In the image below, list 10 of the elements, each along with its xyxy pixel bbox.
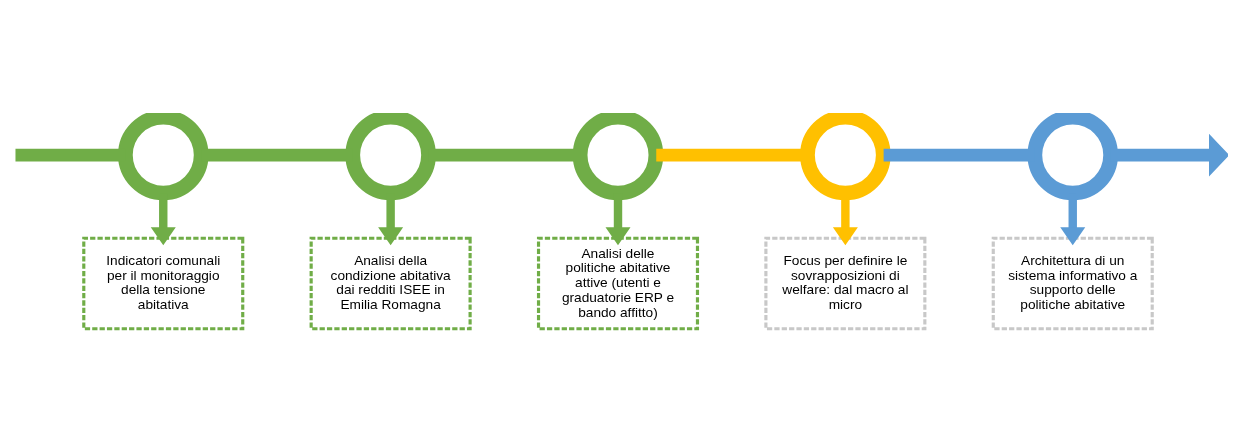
node-circle <box>118 113 209 201</box>
node-box: Analisi delle politiche abitative attive (utenti e graduatorie ERP e bando affitto) <box>536 236 700 331</box>
node-circle <box>800 113 891 201</box>
node-box: Indicatori comunali per il monitoraggio della tensione abitativa <box>82 236 245 331</box>
node-box: Analisi della condizione abitativa dai redditi ISEE in Emilia Romagna <box>309 236 472 331</box>
node-box: Architettura di un sistema informativo a supporto delle politiche abitative <box>991 236 1154 331</box>
node-circle <box>572 113 664 201</box>
node-box: Focus per definire le sovrapposizioni di welfare: dal macro al micro <box>764 236 927 331</box>
node-circle <box>1027 113 1118 201</box>
node-circle <box>345 113 436 201</box>
